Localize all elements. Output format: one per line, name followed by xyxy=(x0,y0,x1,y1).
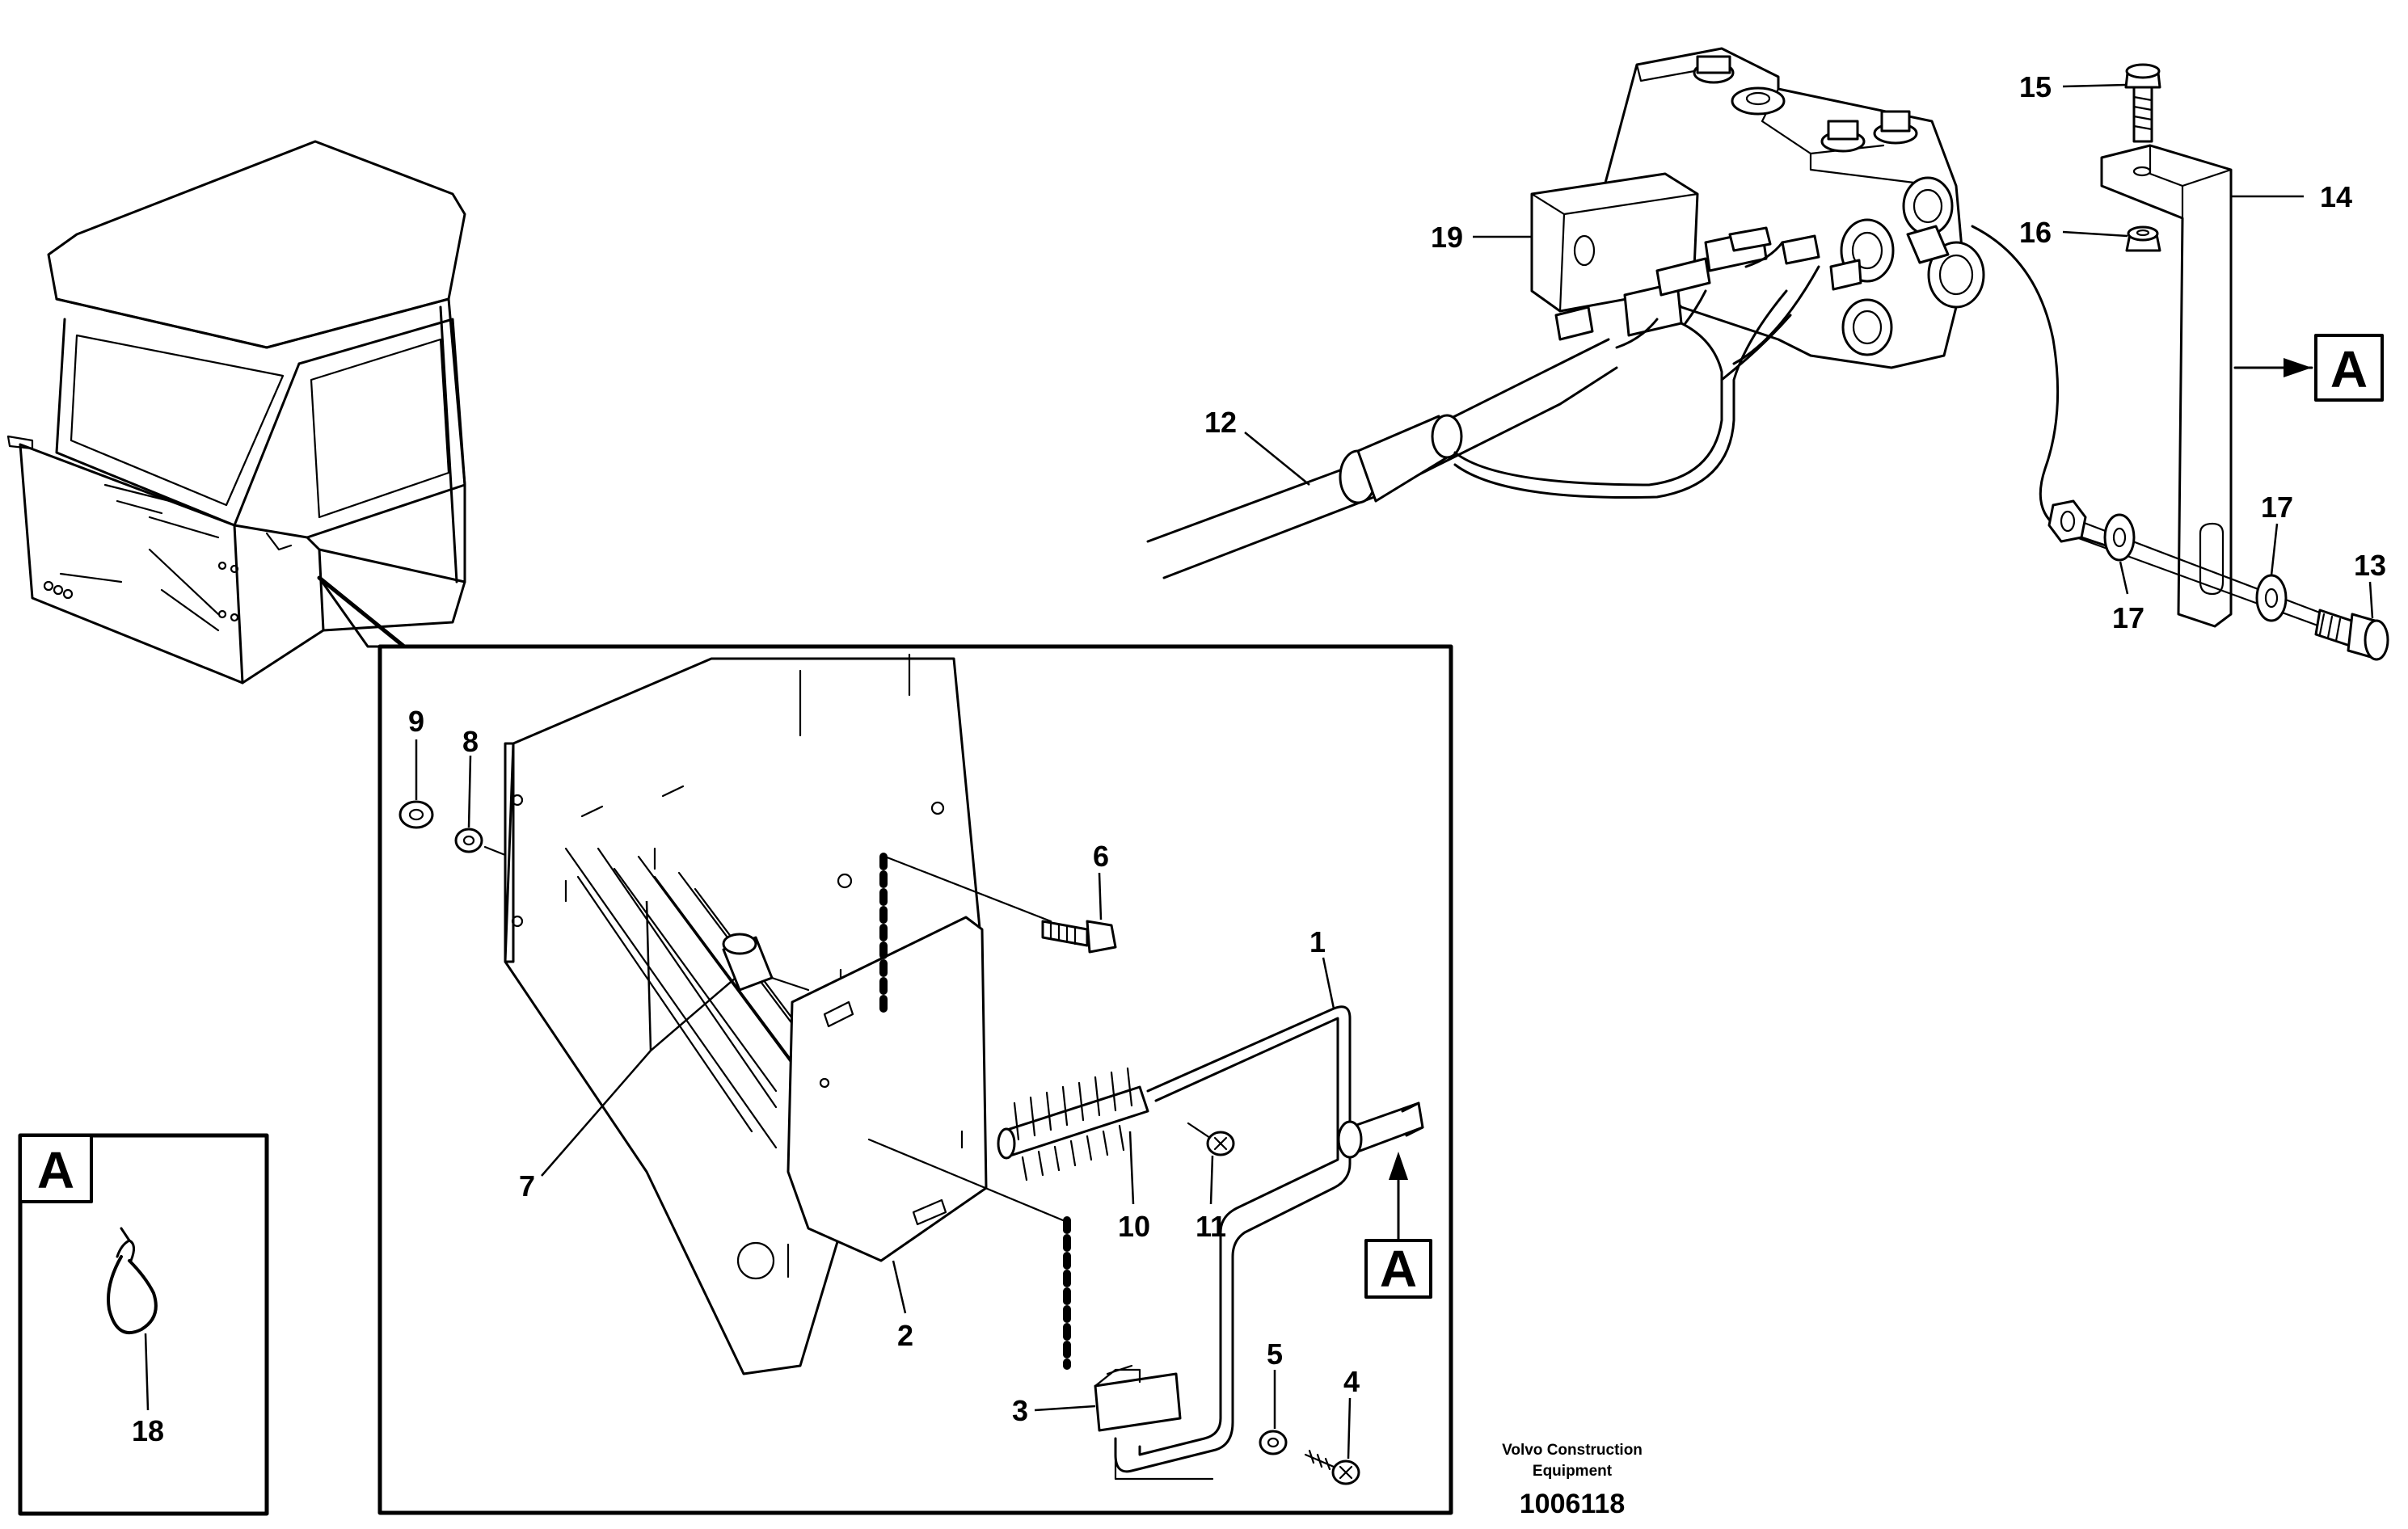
sensor-13-icon xyxy=(2064,516,2389,661)
terminal-block-icon xyxy=(997,1067,1149,1182)
publisher-credit-line2: Equipment xyxy=(1533,1463,1613,1480)
callout-5: 5 xyxy=(1267,1337,1283,1371)
callout-2: 2 xyxy=(897,1319,913,1352)
callout-10: 10 xyxy=(1118,1210,1150,1243)
detail-view-frame xyxy=(317,575,1453,1515)
washer-17-upper-icon xyxy=(2103,513,2136,562)
bolt-15-icon xyxy=(2124,63,2161,143)
washer-9-icon xyxy=(399,800,434,829)
document-number: 1006118 xyxy=(1520,1489,1626,1519)
view-marker-a-detail: A xyxy=(1380,1240,1417,1298)
bracket xyxy=(787,916,988,1262)
spacer-icon xyxy=(722,933,810,992)
callout-6: 6 xyxy=(1093,840,1109,873)
callout-13: 13 xyxy=(2354,549,2386,582)
leader-lines xyxy=(144,83,2374,1460)
relay-icon xyxy=(1094,1364,1214,1481)
screw-6-icon xyxy=(1041,920,1117,954)
washer-17-lower-icon xyxy=(2255,574,2288,622)
callout-9: 9 xyxy=(408,705,424,738)
publisher-credit-line1: Volvo Construction xyxy=(1502,1442,1643,1459)
callout-7: 7 xyxy=(519,1169,535,1203)
callout-17-upper: 17 xyxy=(2261,491,2293,524)
callout-16: 16 xyxy=(2019,216,2052,249)
screw-11-icon xyxy=(1187,1122,1235,1156)
sensor-bracket xyxy=(2100,144,2233,628)
callout-15: 15 xyxy=(2019,70,2052,103)
callout-11: 11 xyxy=(1196,1210,1226,1243)
nut-16-icon xyxy=(2125,225,2161,252)
callout-12: 12 xyxy=(1204,406,1237,439)
inset-a-frame xyxy=(18,1133,269,1516)
washer-5-icon xyxy=(1259,1430,1288,1455)
callout-14: 14 xyxy=(2320,180,2352,213)
callout-17-lower: 17 xyxy=(2112,601,2144,634)
callout-1: 1 xyxy=(1309,925,1326,958)
sensor-cable xyxy=(1971,225,2119,551)
wiring-harness xyxy=(1114,1005,1424,1473)
valve-assembly xyxy=(1530,47,1985,369)
cab-illustration xyxy=(6,140,466,684)
cable-tie-icon xyxy=(107,1227,158,1334)
callout-19: 19 xyxy=(1431,221,1463,254)
view-marker-a-inset: A xyxy=(37,1141,74,1199)
screw-4-icon xyxy=(1304,1449,1360,1485)
callout-8: 8 xyxy=(462,725,479,758)
callout-4: 4 xyxy=(1343,1365,1360,1398)
callout-18: 18 xyxy=(132,1414,164,1447)
cable-harness-12 xyxy=(1146,241,1820,579)
washer-8-icon xyxy=(454,828,483,853)
view-marker-a-top: A xyxy=(2330,340,2368,398)
nut-17-icon xyxy=(2047,499,2087,543)
callout-3: 3 xyxy=(1012,1394,1028,1427)
